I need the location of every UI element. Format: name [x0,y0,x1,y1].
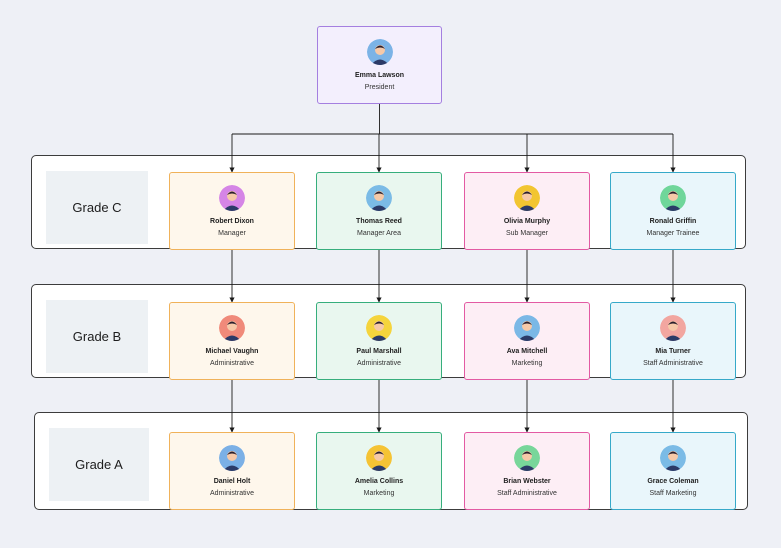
person-name: Thomas Reed [356,218,402,225]
person-name: Robert Dixon [210,218,254,225]
person-avatar-icon [514,185,540,211]
person-avatar-icon [660,315,686,341]
person-name: Olivia Murphy [503,218,551,225]
person-role: Manager [218,230,246,237]
person-avatar-icon [366,185,392,211]
person-role: Sub Manager [505,230,549,237]
person-name: Amelia Collins [354,478,404,485]
person-role: Manager Trainee [646,230,700,237]
person-avatar-icon [219,185,245,211]
person-role: Staff Administrative [643,360,703,367]
person-avatar-icon [366,315,392,341]
person-name: Paul Marshall [356,348,402,355]
grade-label: Grade A [49,428,149,501]
person-avatar-icon [514,445,540,471]
person-avatar-icon [219,315,245,341]
person-role: Administrative [210,360,254,367]
person-avatar-icon [219,445,245,471]
grade-label: Grade C [46,171,148,244]
person-name: Michael Vaughn [205,348,259,355]
person-role: Manager Area [357,230,401,237]
person-avatar-icon [366,39,393,65]
person-name: Brian Webster [503,478,551,485]
person-avatar-icon [514,315,540,341]
person-role: Staff Marketing [649,490,697,497]
person-role: Administrative [210,490,254,497]
person-name: Ronald Griffin [649,218,697,225]
grade-label: Grade B [46,300,148,373]
person-role: President [364,84,395,91]
person-name: Ava Mitchell [506,348,548,355]
person-role: Marketing [511,360,543,367]
person-avatar-icon [660,445,686,471]
person-avatar-icon [660,185,686,211]
person-name: Mia Turner [655,348,691,355]
person-role: Administrative [357,360,401,367]
person-avatar-icon [366,445,392,471]
person-name: Emma Lawson [354,72,404,79]
person-name: Daniel Holt [213,478,251,485]
person-name: Grace Coleman [647,478,699,485]
person-role: Marketing [363,490,395,497]
person-role: Staff Administrative [497,490,557,497]
